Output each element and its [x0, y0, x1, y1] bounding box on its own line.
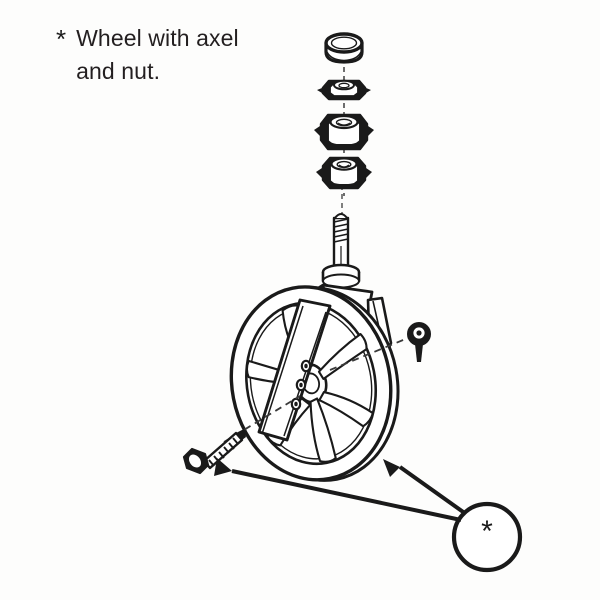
caption-label: Wheel with axel and nut. — [76, 25, 239, 84]
part-lower-hex-nut — [316, 156, 372, 190]
part-hub-cap — [324, 32, 364, 64]
part-flange-washer — [317, 79, 371, 101]
leader-arrows — [214, 458, 468, 522]
part-axel-bolt — [182, 429, 246, 475]
caption-asterisk: * — [56, 24, 67, 54]
arrow-to-axel-bolt — [214, 458, 462, 522]
part-threaded-stem — [332, 213, 350, 270]
part-upper-hex-nut — [314, 113, 374, 151]
callout-asterisk-glyph: * — [481, 515, 493, 548]
callout-asterisk-circle: * — [451, 501, 523, 573]
arrow-to-wheel — [383, 459, 468, 516]
fork-front-leg-overlay — [257, 298, 332, 442]
part-axel-nut — [407, 322, 431, 362]
caption-block: * Wheel with axel and nut. — [56, 22, 326, 87]
